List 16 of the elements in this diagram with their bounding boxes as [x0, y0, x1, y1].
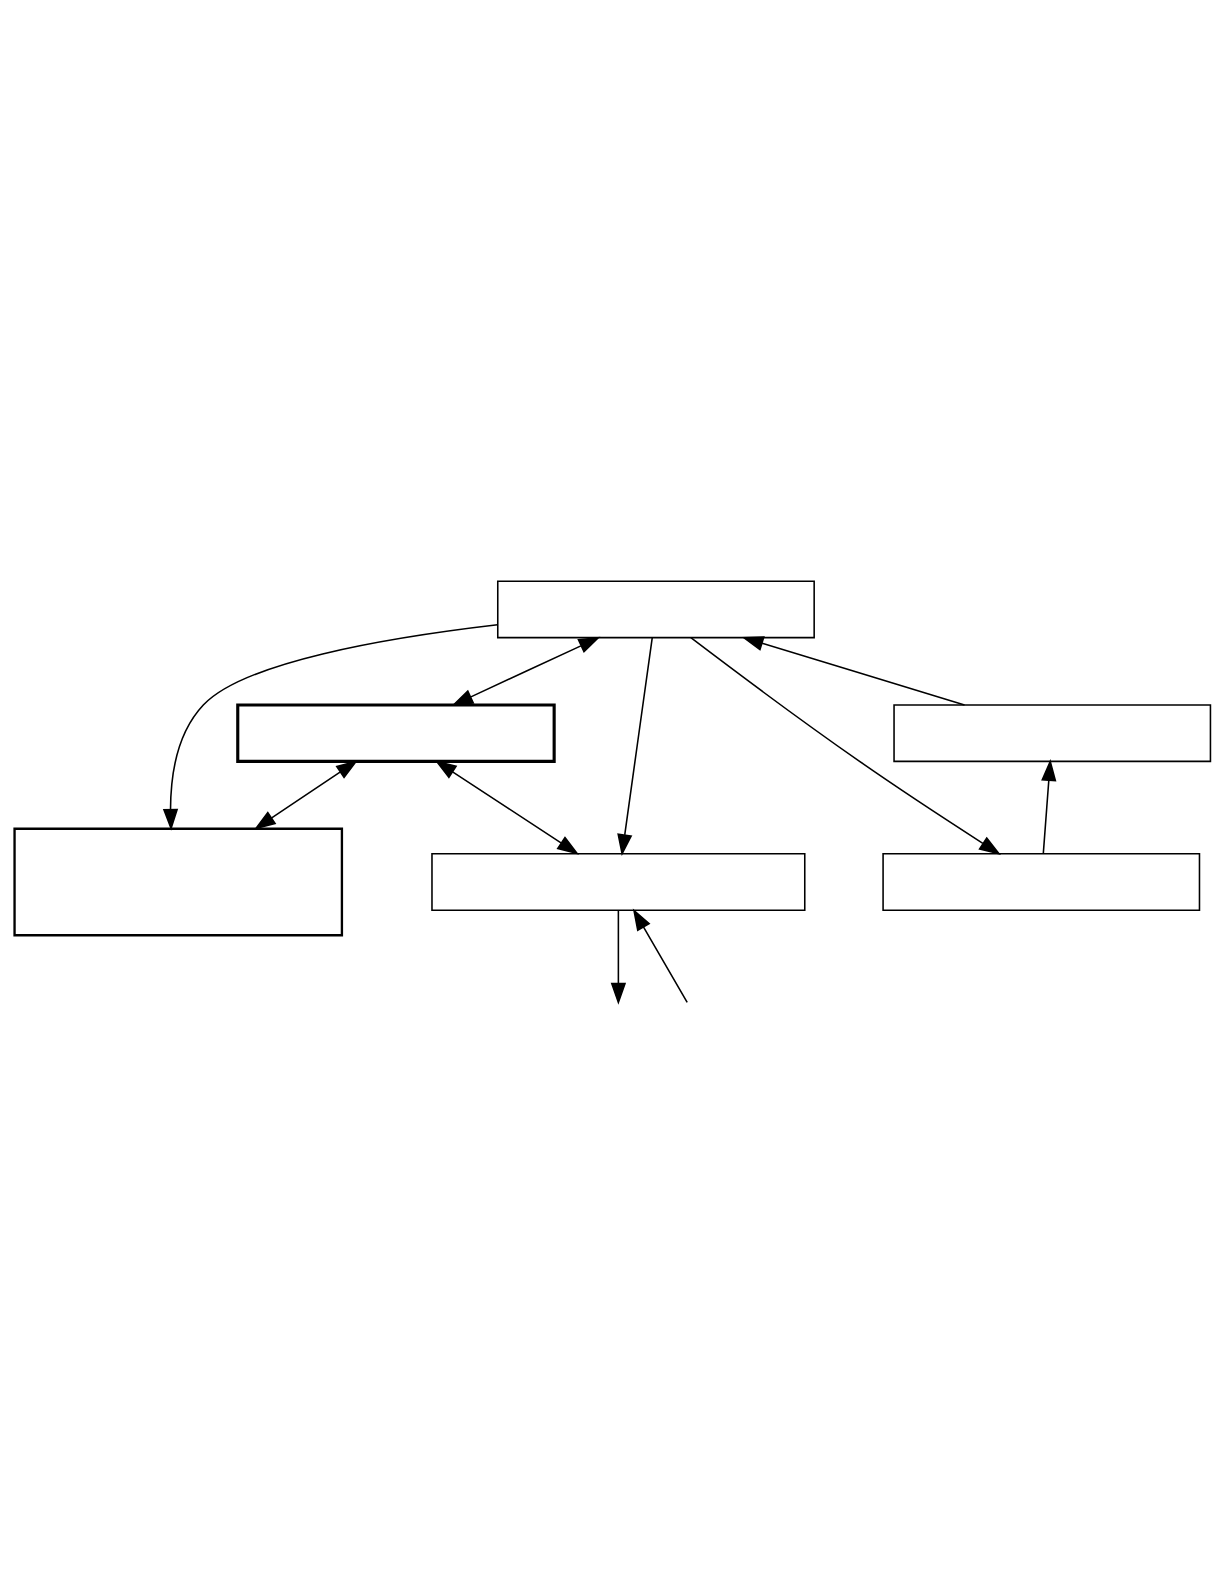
- arrow: [690, 636, 1001, 855]
- arrow: [162, 623, 499, 831]
- node-box: [497, 580, 815, 639]
- arrow: [741, 636, 966, 706]
- node-box: [893, 704, 1212, 763]
- node-box: [431, 853, 806, 911]
- arrow: [632, 908, 688, 1004]
- arrow: [610, 909, 627, 1005]
- arrow: [253, 760, 358, 830]
- arrow: [617, 637, 653, 857]
- arrow: [451, 636, 601, 706]
- node-box: [13, 827, 344, 937]
- arrow: [434, 760, 580, 855]
- node-box: [236, 703, 556, 763]
- arrow: [1041, 759, 1057, 855]
- node-box: [882, 853, 1201, 911]
